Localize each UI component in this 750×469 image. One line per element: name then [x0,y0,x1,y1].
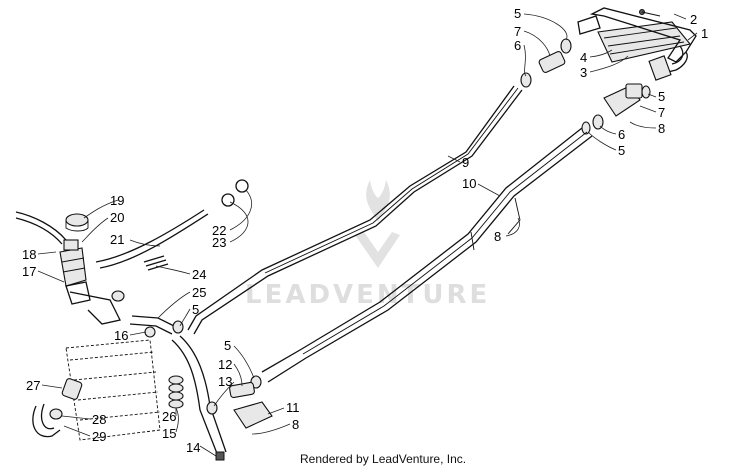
callout-10: 10 [462,176,476,191]
right-fittings [581,83,651,135]
callout-25: 25 [192,285,206,300]
coolant-reservoir [15,209,209,325]
callout-28: 28 [92,412,106,427]
leader-lines [37,13,698,457]
callout-19: 19 [110,193,124,208]
callout-29: 29 [92,429,106,444]
overflow-hose [15,211,67,245]
callout-7-upper: 7 [514,24,521,39]
callout-20: 20 [110,210,124,225]
callout-13: 13 [218,374,232,389]
callout-26: 26 [162,409,176,424]
coolant-tube-upper [187,85,523,335]
callout-5-right: 5 [658,89,665,104]
callout-2: 2 [690,12,697,27]
hose-clamp [520,72,532,88]
callout-8-right: 8 [658,121,665,136]
callout-17: 17 [22,264,36,279]
watermark: LEADVENTURE [245,180,490,310]
bracket [233,401,273,429]
callout-5-lower: 5 [224,338,231,353]
callout-12: 12 [218,357,232,372]
callout-23: 23 [212,235,226,250]
radiator-outline [65,339,161,441]
hose-coupler [538,51,566,73]
hose-clamp [641,85,651,99]
coolant-tube-lower [261,127,593,383]
reservoir-neck [63,239,79,251]
callout-5-upper: 5 [514,6,521,21]
callout-6-upper: 6 [514,38,521,53]
callout-18: 18 [22,247,36,262]
callout-16: 16 [114,328,128,343]
footer-credit: Rendered by LeadVenture, Inc. [300,452,466,466]
bracket-left-arm [577,15,601,35]
callout-22: 22 [212,223,226,238]
hose-clamp [49,408,63,420]
upper-hose-assembly [129,179,249,338]
callout-1: 1 [701,26,708,41]
vent-hose [95,209,209,269]
callout-4: 4 [580,50,587,65]
hose-clamp [111,290,125,302]
callout-8-middle: 8 [494,229,501,244]
hose-clamp [235,179,249,193]
callout-5-right-lower: 5 [618,143,625,158]
hose-clamp [581,121,591,135]
hose-clamp [221,193,235,207]
callout-14: 14 [186,440,200,455]
callout-7-right: 7 [658,105,665,120]
heat-exchanger-assembly [577,7,697,81]
hose-clamp [144,326,156,338]
callout-15: 15 [162,426,176,441]
drain-plug [215,451,225,461]
callout-5-left: 5 [192,302,199,317]
spring-clamp [143,255,169,271]
spring-clamp [168,375,184,385]
callout-27: 27 [26,378,40,393]
outlet-hose [648,55,672,81]
callout-21: 21 [110,232,124,247]
hose-clamp [560,38,572,54]
callout-9: 9 [462,155,469,170]
callout-8-lower: 8 [292,417,299,432]
mounting-bracket [589,7,697,63]
hose-clamp [172,320,184,334]
callout-11: 11 [286,400,300,415]
hose-coupler [229,381,255,399]
thermostat-housing [61,378,83,400]
callout-24: 24 [192,267,206,282]
filler-neck [65,281,121,325]
reservoir-cap [65,213,89,227]
leadventure-logo-icon [355,180,400,268]
upper-fittings [520,38,572,88]
hose-clamp [592,114,604,130]
lower-fittings [229,375,273,429]
connector-cap [625,83,643,99]
watermark-brand: LEADVENTURE [245,280,490,310]
callout-6-right: 6 [618,127,625,142]
callout-3: 3 [580,65,587,80]
lower-hose-assembly [32,335,227,461]
outlet-pipe [659,45,688,75]
reservoir-bottle [59,247,87,287]
callout-labels: 5 2 1 7 6 4 3 5 7 8 6 5 9 10 8 19 20 21 … [22,6,708,455]
